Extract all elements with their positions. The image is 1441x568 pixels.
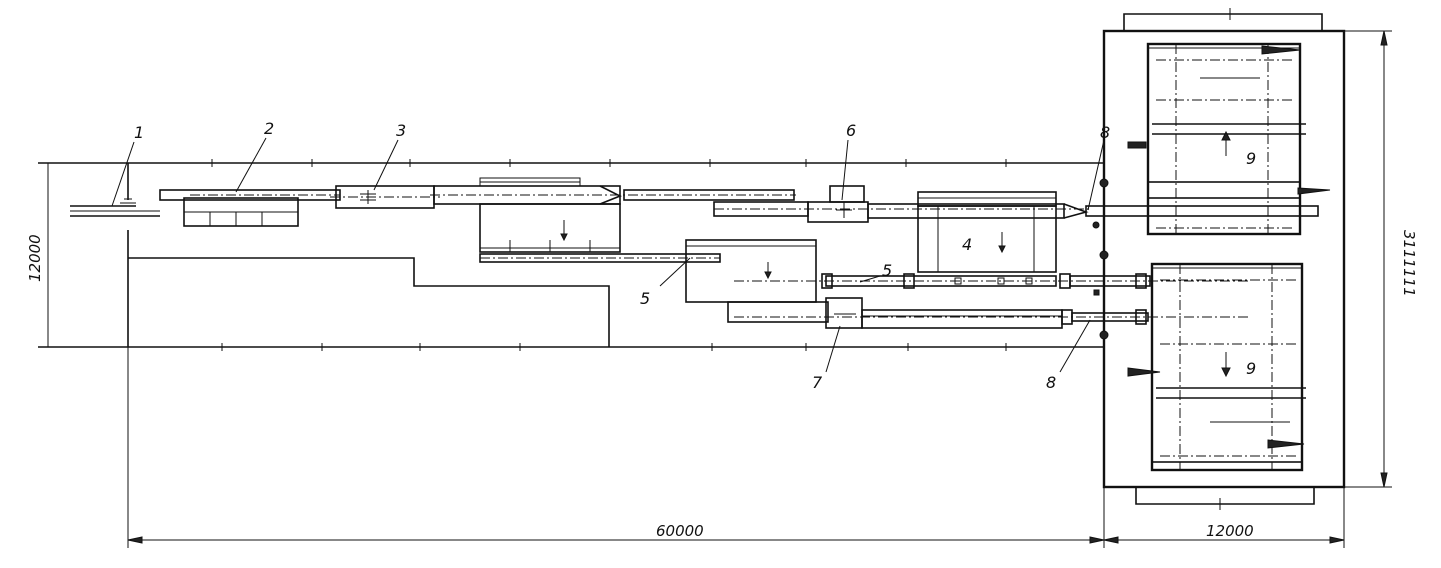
tank-9-upper: [1127, 42, 1331, 236]
junction-3: [330, 185, 440, 209]
label-6: 6: [846, 121, 856, 140]
label-7: 7: [812, 373, 823, 392]
dim-right-height: 3111111: [1400, 230, 1418, 297]
label-5-lower: 5: [640, 289, 650, 308]
dimension-labels: 60000 12000 12000 3111111: [26, 230, 1418, 540]
tank-9-lower: [1127, 262, 1306, 472]
label-9-upper: 9: [1246, 149, 1256, 168]
cell-4: [867, 191, 1319, 273]
inlet-1: [70, 198, 160, 217]
distributor-7: [734, 297, 1250, 329]
conveyor-upper: [430, 177, 796, 205]
main-bay-outline: [38, 159, 1104, 351]
label-8-upper: 8: [1100, 123, 1110, 142]
position-labels: 1 2 3 4 5 5 6 7 8 8 9 9: [134, 119, 1256, 392]
label-9-lower: 9: [1246, 359, 1256, 378]
label-1: 1: [134, 123, 144, 142]
label-8-lower: 8: [1046, 373, 1056, 392]
label-5-upper: 5: [882, 261, 892, 280]
end-building-outline: [1092, 8, 1346, 510]
dim-bay-width: 12000: [26, 234, 44, 282]
dim-total-length: 60000: [656, 522, 704, 540]
feeder-2: [159, 189, 341, 227]
dimension-lines: [40, 30, 1392, 548]
pipe-5: [821, 273, 1151, 289]
leader-lines: [111, 137, 1105, 373]
cell-left: [479, 203, 721, 263]
dim-end-width: 12000: [1206, 522, 1254, 540]
cell-middle: [685, 239, 1250, 323]
label-2: 2: [264, 119, 274, 138]
label-3: 3: [396, 121, 406, 140]
label-4: 4: [962, 235, 972, 254]
